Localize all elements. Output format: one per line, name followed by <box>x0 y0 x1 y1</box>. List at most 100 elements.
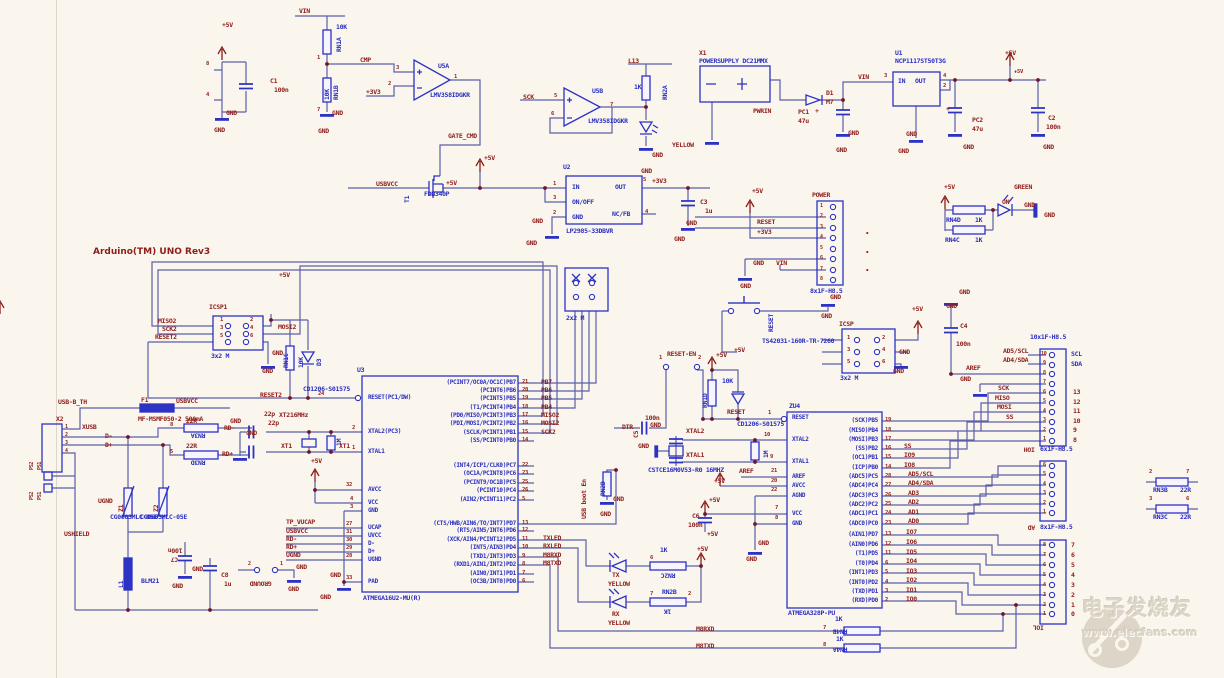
schematic-label: GND <box>192 565 203 573</box>
schematic-label: OUT <box>615 183 626 191</box>
schematic-label: RN1A <box>335 37 343 52</box>
schematic-label: 4 <box>645 209 649 215</box>
schematic-label: RESET <box>757 218 776 226</box>
resistor-rn1a <box>322 29 332 55</box>
schematic-label: 26 <box>522 487 529 493</box>
schematic-label: NCP1117ST50T3G <box>895 57 946 65</box>
schematic-label: U2 <box>563 163 571 171</box>
schematic-label: AD2 <box>908 498 919 506</box>
schematic-label: PS1 <box>37 461 43 470</box>
schematic-label: GND <box>330 571 341 579</box>
schematic-label: 2 <box>1149 469 1153 475</box>
schematic-label: 3 <box>884 73 888 79</box>
schematic-label: 3 <box>396 65 400 71</box>
schematic-label: RN4A <box>833 645 848 654</box>
schematic-label: 3x2 M <box>211 352 230 360</box>
schematic-label: 4 <box>250 325 254 331</box>
resistor-1m-u3 <box>326 435 336 451</box>
schematic-label: UGND <box>98 497 113 505</box>
schematic-label: M7 <box>826 98 834 106</box>
schematic-label: 24 <box>885 510 892 516</box>
schematic-label: PC1 <box>798 108 809 116</box>
schematic-label: XTAL1 <box>686 451 705 459</box>
reset-button[interactable] <box>728 296 760 304</box>
schematic-label: GND <box>226 109 237 117</box>
schematic-label: 4 <box>206 92 210 98</box>
schematic-label: +5V <box>752 187 763 195</box>
schematic-label: CG0603MLC-05E <box>110 513 157 521</box>
schematic-label: RESET2 <box>155 333 177 341</box>
schematic-label: AD5/SCL <box>908 470 934 478</box>
schematic-label: SS <box>904 442 912 450</box>
schematic-label: 6x1F-H8.5 <box>1040 445 1073 453</box>
schematic-label: GND <box>318 127 329 135</box>
schematic-label: XT2 <box>279 411 290 419</box>
resistor-rn3b <box>1155 477 1189 487</box>
schematic-label: GND <box>246 429 257 437</box>
schematic-label: 5 <box>220 333 224 339</box>
schematic-label: XT1 <box>339 442 350 450</box>
schematic-label: CSTCE16M0V53-R0 16MHZ <box>648 466 724 474</box>
schematic-label: VIN <box>858 73 869 81</box>
schematic-label: UVCC <box>368 532 382 539</box>
schematic-label: RN4D <box>946 216 961 224</box>
schematic-label: 2 <box>1043 602 1046 608</box>
schematic-label: 5 <box>1043 572 1046 578</box>
power-header <box>816 200 844 286</box>
component-layer <box>41 29 1189 653</box>
schematic-label: XTAL1 <box>792 458 809 465</box>
schematic-label: (ADC1)PC1 <box>848 510 878 517</box>
schematic-label: GND <box>368 507 378 514</box>
schematic-label: U5B <box>592 87 603 95</box>
schematic-label: 6 <box>882 359 886 365</box>
schematic-label: 1K <box>835 615 843 623</box>
l13-led <box>638 121 659 135</box>
ferrite-l1 <box>123 557 133 591</box>
schematic-label: M8TXD <box>543 559 562 567</box>
schematic-label: 3 <box>1149 496 1153 502</box>
schematic-label: L13 <box>628 57 639 65</box>
schematic-label: XTAL2 <box>792 436 809 443</box>
schematic-label: 2 <box>882 335 886 341</box>
schematic-label: 1 <box>280 561 283 567</box>
schematic-label: 5 <box>170 449 174 455</box>
schematic-label: GND <box>906 130 917 138</box>
schematic-label: 1 <box>454 74 458 80</box>
schematic-label: 16MHz <box>290 411 309 419</box>
schematic-label: 7 <box>1186 469 1190 475</box>
schematic-label: RN4B <box>833 627 848 636</box>
schematic-label: 8x1F-H8.5 <box>1040 523 1073 531</box>
schematic-label: (T1)PD5 <box>854 550 878 557</box>
schematic-label: X1 <box>699 49 707 57</box>
schematic-label: 2 <box>248 561 251 567</box>
schematic-label: 4 <box>1043 408 1046 414</box>
schematic-label: PB4 <box>541 403 552 411</box>
schematic-label: LP2985-33DBVR <box>566 227 613 235</box>
icsp1-header <box>212 315 264 351</box>
schematic-label: (XCK/AIN4/PCINT12)PD5 <box>446 536 516 543</box>
schematic-label: 14 <box>885 464 892 470</box>
schematic-label: GND <box>898 147 909 155</box>
schematic-label: IO2 <box>906 576 917 584</box>
schematic-label: ICSP <box>839 320 854 328</box>
schematic-label: USBVCC <box>286 527 308 535</box>
schematic-label: 29 <box>346 545 353 551</box>
schematic-label: UGND <box>286 551 301 559</box>
schematic-label: PWRIN <box>753 107 772 115</box>
schematic-label: 4 <box>350 496 354 502</box>
schematic-label: YELLOW <box>608 619 630 627</box>
schematic-label: (PCINT5)PB5 <box>479 395 517 402</box>
schematic-label: 2 <box>1043 500 1046 506</box>
schematic-label: 1M <box>762 450 770 458</box>
ic-zu4-atmega328p <box>786 411 883 609</box>
schematic-label: (ADC5)PC5 <box>848 473 878 480</box>
schematic-label: RN2A <box>661 85 669 100</box>
schematic-label: 8 <box>206 61 210 67</box>
schematic-label: IO7 <box>906 528 917 536</box>
schematic-label: 1 <box>820 203 823 209</box>
schematic-label: XUSB <box>82 423 97 431</box>
schematic-label: IO6 <box>906 538 917 546</box>
schematic-label: 5 <box>1071 561 1075 569</box>
schematic-label: (RTS/AIN5/INT6)PD6 <box>456 527 516 534</box>
